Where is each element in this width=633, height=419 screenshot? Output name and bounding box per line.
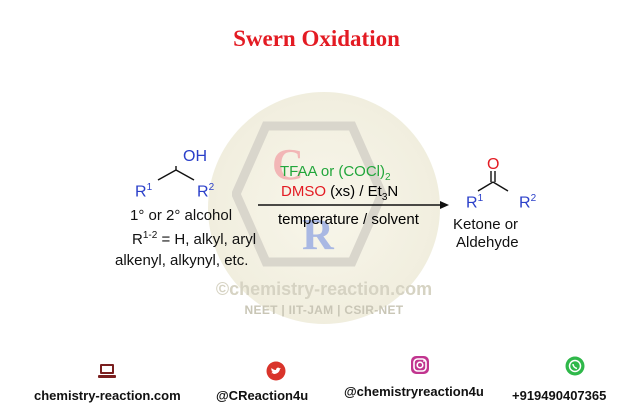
watermark-hexagon-icon xyxy=(232,121,387,267)
watermark-logo: C R xyxy=(232,121,387,267)
product-bond-r1 xyxy=(477,181,494,192)
product-label-2: Aldehyde xyxy=(456,234,519,251)
page-title: Swern Oxidation xyxy=(233,26,400,51)
reaction-arrow-head-icon xyxy=(440,201,449,209)
reactant-oh: OH xyxy=(183,148,207,165)
product-bond-r2 xyxy=(492,181,509,192)
reactant-bond-r1 xyxy=(157,169,177,181)
watermark-letter-c: C xyxy=(272,140,304,189)
reactant-type: 1° or 2° alcohol xyxy=(130,207,233,224)
product-r1: R1 xyxy=(466,193,484,212)
footer-twitter-link[interactable]: @CReaction4u xyxy=(216,388,309,403)
footer-instagram-link[interactable]: @chemistryreaction4u xyxy=(344,384,484,399)
reactant-r1: R1 xyxy=(135,182,153,201)
instagram-icon[interactable] xyxy=(410,355,430,375)
condition-reagent-1: TFAA or (COCl)2 xyxy=(280,163,391,183)
watermark-letter-r: R xyxy=(302,210,335,259)
footer-website-link[interactable]: chemistry-reaction.com xyxy=(34,388,181,403)
product-r2: R2 xyxy=(519,193,537,212)
laptop-icon[interactable] xyxy=(97,361,117,381)
product-label-1: Ketone or xyxy=(453,216,519,233)
watermark-exams: NEET | IIT-JAM | CSIR-NET xyxy=(244,303,404,317)
watermark-site: ©chemistry-reaction.com xyxy=(215,279,433,299)
twitter-icon[interactable] xyxy=(266,361,286,381)
reactant-substituents-more: alkenyl, alkynyl, etc. xyxy=(115,252,249,269)
reactant-r2: R2 xyxy=(197,182,215,201)
reactant-substituents: R1-2 = H, alkyl, aryl xyxy=(132,230,257,248)
footer-whatsapp-link[interactable]: +919490407365 xyxy=(512,388,607,403)
product-oxygen: O xyxy=(487,156,500,173)
reactant-bond-r2 xyxy=(175,169,195,181)
condition-reagent-2: DMSO (xs) / Et3N xyxy=(281,183,399,203)
whatsapp-icon[interactable] xyxy=(565,356,585,376)
condition-reagent-3: temperature / solvent xyxy=(278,211,419,228)
